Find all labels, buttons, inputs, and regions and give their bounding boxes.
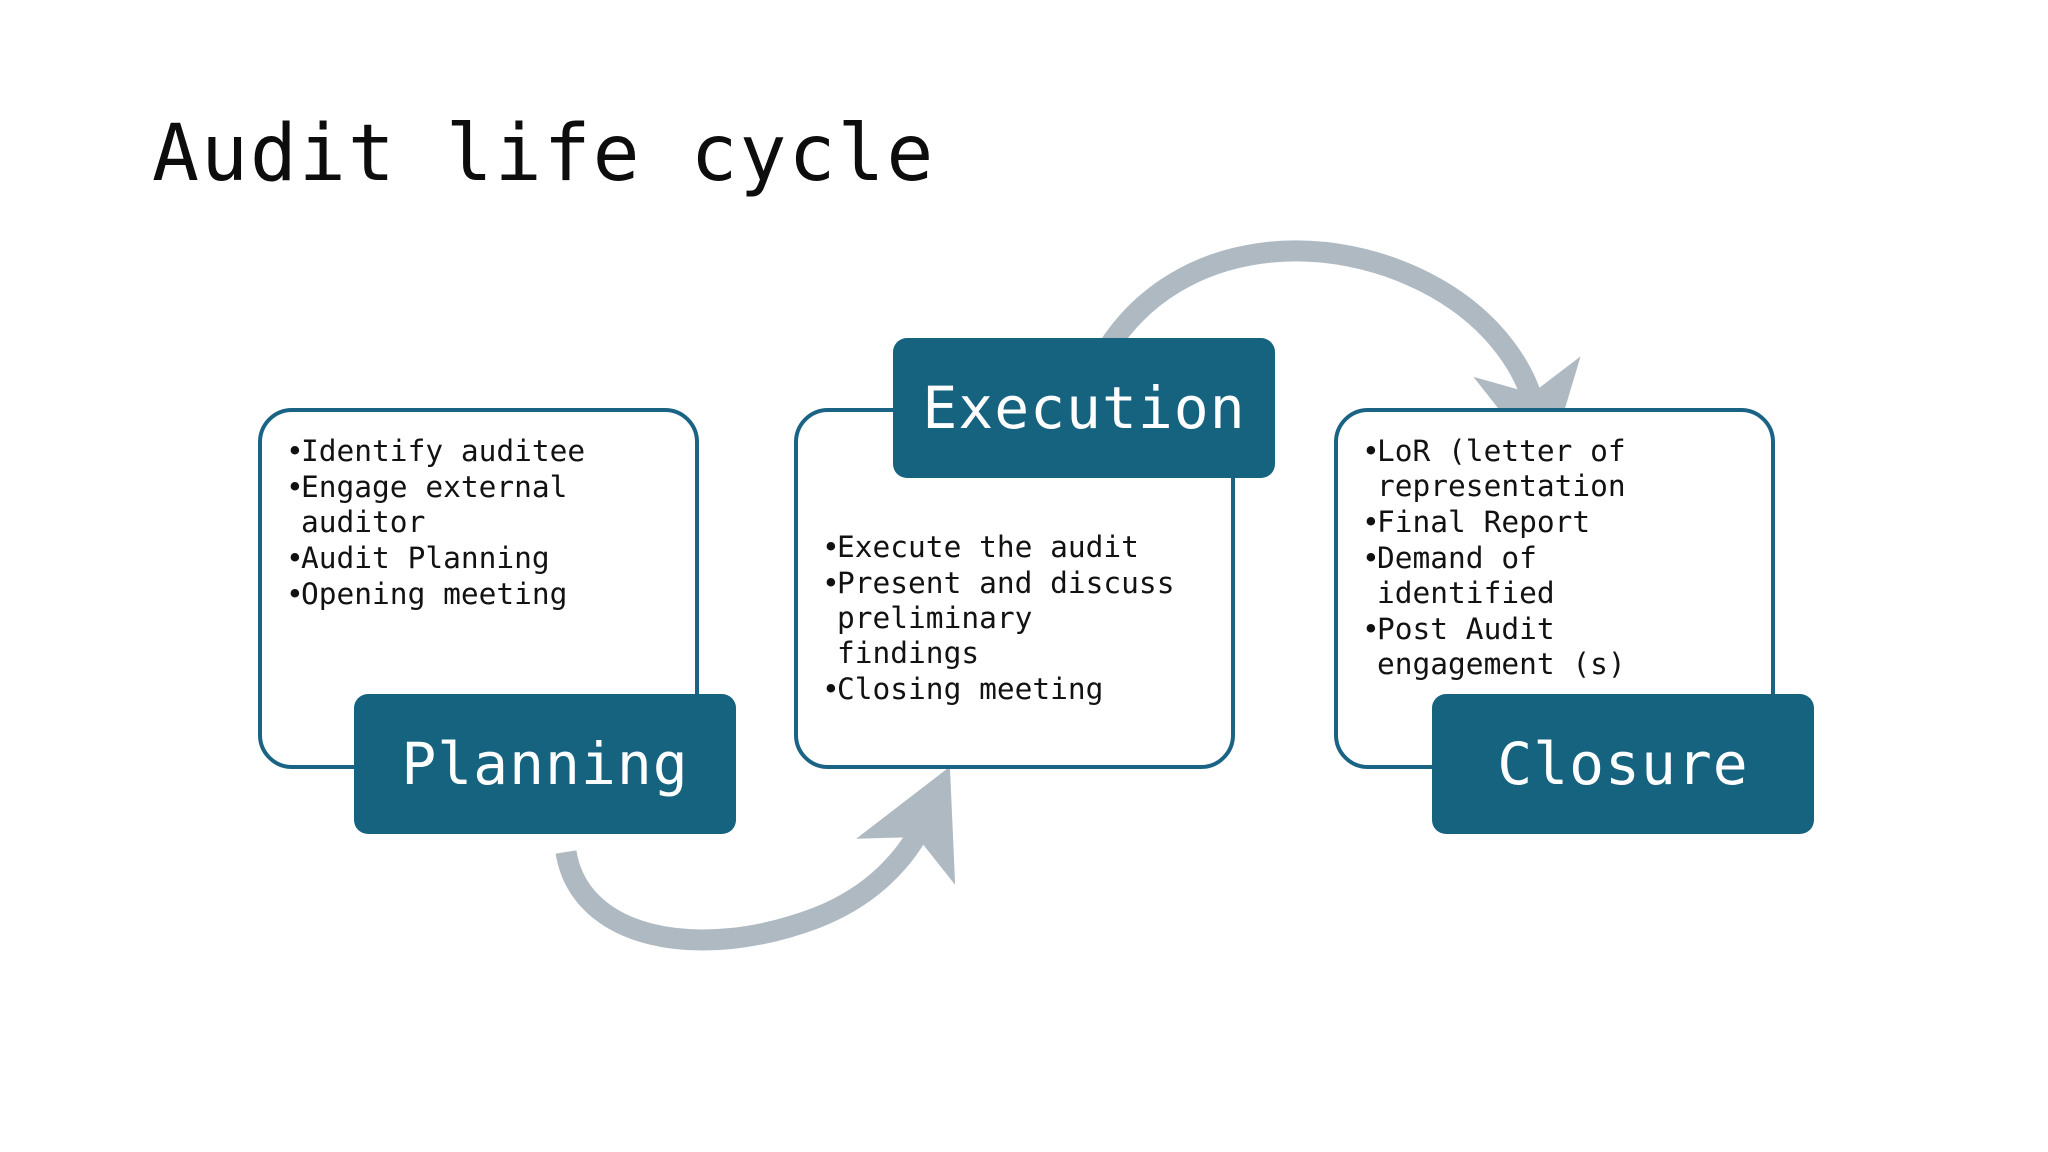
list-item: • Execute the audit	[822, 530, 1217, 565]
bullet-text: Engage external auditor	[301, 469, 568, 539]
list-item: • Present and discuss preliminary findin…	[822, 566, 1217, 671]
bullet-icon: •	[286, 576, 304, 611]
bullet-icon: •	[822, 671, 840, 706]
stage-badge-label: Planning	[401, 730, 689, 798]
bullet-text: LoR (letter of representation	[1377, 434, 1626, 503]
bullet-icon: •	[822, 565, 840, 600]
bullet-icon: •	[1362, 611, 1380, 646]
bullet-text: Opening meeting	[301, 576, 568, 611]
bullet-icon: •	[822, 530, 840, 564]
stage-badge-closure[interactable]: Closure	[1432, 694, 1814, 834]
bullet-icon: •	[1362, 434, 1380, 468]
list-item: • Audit Planning	[286, 541, 681, 576]
stage-badge-planning[interactable]: Planning	[354, 694, 736, 834]
list-item: • Demand of identified	[1362, 541, 1757, 611]
stage-card-planning[interactable]: • Identify auditee • Engage external aud…	[258, 408, 699, 769]
stage-bullets-closure: • LoR (letter of representation • Final …	[1362, 434, 1757, 683]
stage-badge-label: Execution	[922, 374, 1246, 442]
list-item: • Post Audit engagement (s)	[1362, 612, 1757, 682]
stage-badge-execution[interactable]: Execution	[893, 338, 1275, 478]
bullet-text: Final Report	[1377, 504, 1591, 539]
page-title: Audit life cycle	[152, 109, 936, 199]
bullet-icon: •	[1362, 504, 1380, 539]
list-item: • Engage external auditor	[286, 470, 681, 540]
bullet-text: Identify auditee	[301, 434, 586, 468]
bullet-text: Execute the audit	[837, 530, 1139, 564]
bullet-icon: •	[286, 469, 304, 504]
arrow-planning-to-execution	[555, 766, 956, 951]
bullet-icon: •	[1362, 540, 1380, 575]
bullet-text: Audit Planning	[301, 540, 550, 575]
list-item: • Opening meeting	[286, 577, 681, 612]
list-item: • Identify auditee	[286, 434, 681, 469]
bullet-text: Present and discuss preliminary findings	[837, 565, 1175, 670]
bullet-icon: •	[286, 434, 304, 468]
bullet-text: Demand of identified	[1377, 540, 1555, 610]
bullet-text: Post Audit engagement (s)	[1377, 611, 1626, 681]
list-item: • Final Report	[1362, 505, 1757, 540]
bullet-icon: •	[286, 540, 304, 575]
bullet-text: Closing meeting	[837, 671, 1104, 706]
list-item: • Closing meeting	[822, 672, 1217, 707]
stage-bullets-planning: • Identify auditee • Engage external aud…	[286, 434, 681, 613]
list-item: • LoR (letter of representation	[1362, 434, 1757, 504]
arrow-execution-to-closure	[1099, 240, 1581, 470]
stage-badge-label: Closure	[1497, 730, 1749, 798]
stage-bullets-execution: • Execute the audit • Present and discus…	[822, 530, 1217, 708]
